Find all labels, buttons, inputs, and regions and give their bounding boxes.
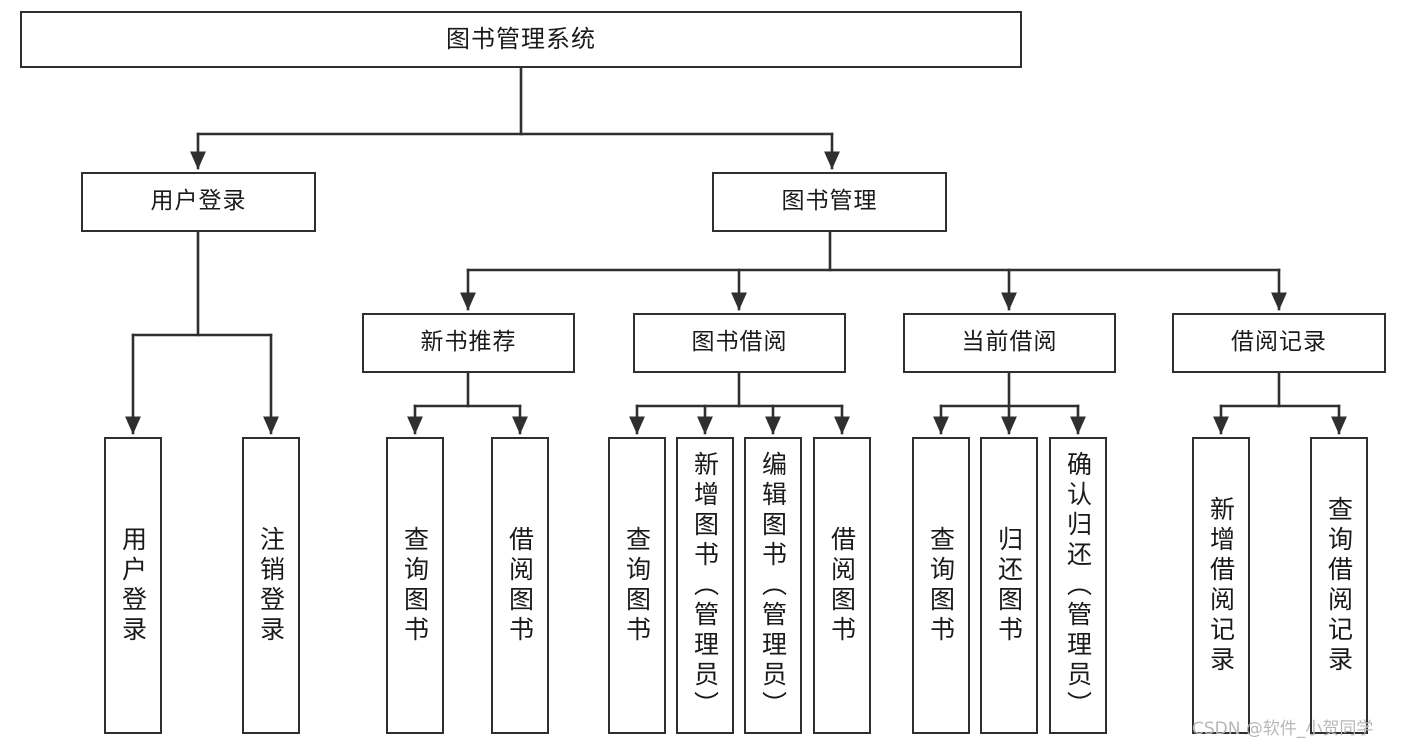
leaf-new-book-borrow-book[interactable]: 借阅图书	[491, 437, 549, 734]
node-label: 用户登录	[150, 188, 247, 215]
node-label: 新书推荐	[420, 329, 517, 356]
node-label: 借阅图书	[827, 525, 857, 646]
node-label: 借阅记录	[1231, 329, 1327, 356]
leaf-book-borrow-edit-book-admin[interactable]: 编辑图书（管理员）	[744, 437, 802, 734]
leaf-current-borrow-query-book[interactable]: 查询图书	[912, 437, 970, 734]
leaf-book-borrow-borrow-book[interactable]: 借阅图书	[813, 437, 871, 734]
node-label: 用户登录	[118, 525, 148, 646]
node-label: 归还图书	[994, 525, 1024, 646]
leaf-borrow-record-query-record[interactable]: 查询借阅记录	[1310, 437, 1368, 734]
node-root-book-management-system[interactable]: 图书管理系统	[20, 11, 1022, 68]
node-user-login[interactable]: 用户登录	[81, 172, 316, 232]
leaf-current-borrow-return-book[interactable]: 归还图书	[980, 437, 1038, 734]
leaf-user-login-logout[interactable]: 注销登录	[242, 437, 300, 734]
node-book-borrow[interactable]: 图书借阅	[633, 313, 846, 373]
node-label: 注销登录	[256, 525, 286, 646]
node-label: 编辑图书（管理员）	[758, 450, 788, 721]
node-label: 图书管理系统	[446, 25, 596, 54]
node-label: 新增借阅记录	[1206, 495, 1236, 676]
node-label: 查询图书	[622, 525, 652, 646]
csdn-watermark: CSDN @软件_小贺同学	[1192, 719, 1374, 739]
node-label: 查询图书	[926, 525, 956, 646]
node-label: 借阅图书	[505, 525, 535, 646]
node-borrow-record[interactable]: 借阅记录	[1172, 313, 1386, 373]
node-new-book-recommend[interactable]: 新书推荐	[362, 313, 575, 373]
node-book-management[interactable]: 图书管理	[712, 172, 947, 232]
leaf-borrow-record-add-record[interactable]: 新增借阅记录	[1192, 437, 1250, 734]
leaf-book-borrow-query-book[interactable]: 查询图书	[608, 437, 666, 734]
leaf-new-book-query-book[interactable]: 查询图书	[386, 437, 444, 734]
leaf-current-borrow-confirm-return-admin[interactable]: 确认归还（管理员）	[1049, 437, 1107, 734]
node-current-borrow[interactable]: 当前借阅	[903, 313, 1116, 373]
node-label: 查询图书	[400, 525, 430, 646]
node-label: 确认归还（管理员）	[1063, 450, 1093, 721]
node-label: 新增图书（管理员）	[690, 450, 720, 721]
node-label: 图书管理	[781, 188, 878, 215]
node-label: 图书借阅	[691, 329, 788, 356]
node-label: 查询借阅记录	[1324, 495, 1354, 676]
leaf-book-borrow-add-book-admin[interactable]: 新增图书（管理员）	[676, 437, 734, 734]
leaf-user-login-login[interactable]: 用户登录	[104, 437, 162, 734]
node-label: 当前借阅	[961, 329, 1058, 356]
